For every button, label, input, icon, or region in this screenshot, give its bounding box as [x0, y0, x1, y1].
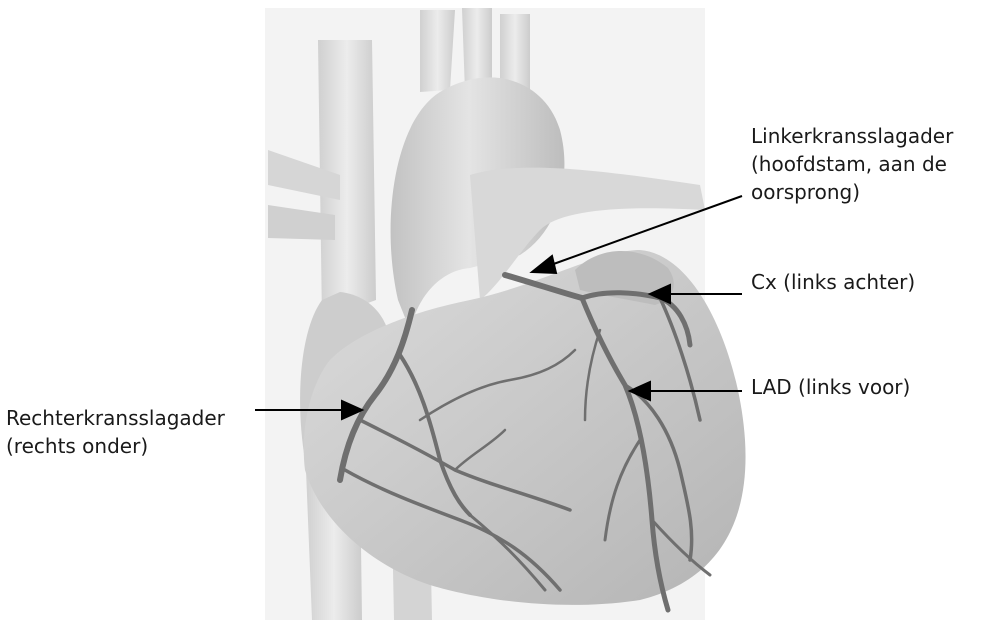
label-left-main-line1: Linkerkransslagader: [751, 122, 953, 150]
label-lad: LAD (links voor): [751, 373, 910, 401]
label-lad-line1: LAD (links voor): [751, 373, 910, 401]
label-circumflex: Cx (links achter): [751, 268, 915, 296]
label-right-coronary-line1: Rechterkransslagader: [6, 404, 225, 432]
label-right-coronary-line2: (rechts onder): [6, 432, 225, 460]
aortic-branch-left: [420, 10, 455, 92]
label-left-main-coronary: Linkerkransslagader (hoofdstam, aan de o…: [751, 122, 953, 206]
label-left-main-line3: oorsprong): [751, 178, 953, 206]
label-left-main-line2: (hoofdstam, aan de: [751, 150, 953, 178]
label-circumflex-line1: Cx (links achter): [751, 268, 915, 296]
label-right-coronary: Rechterkransslagader (rechts onder): [6, 404, 225, 460]
